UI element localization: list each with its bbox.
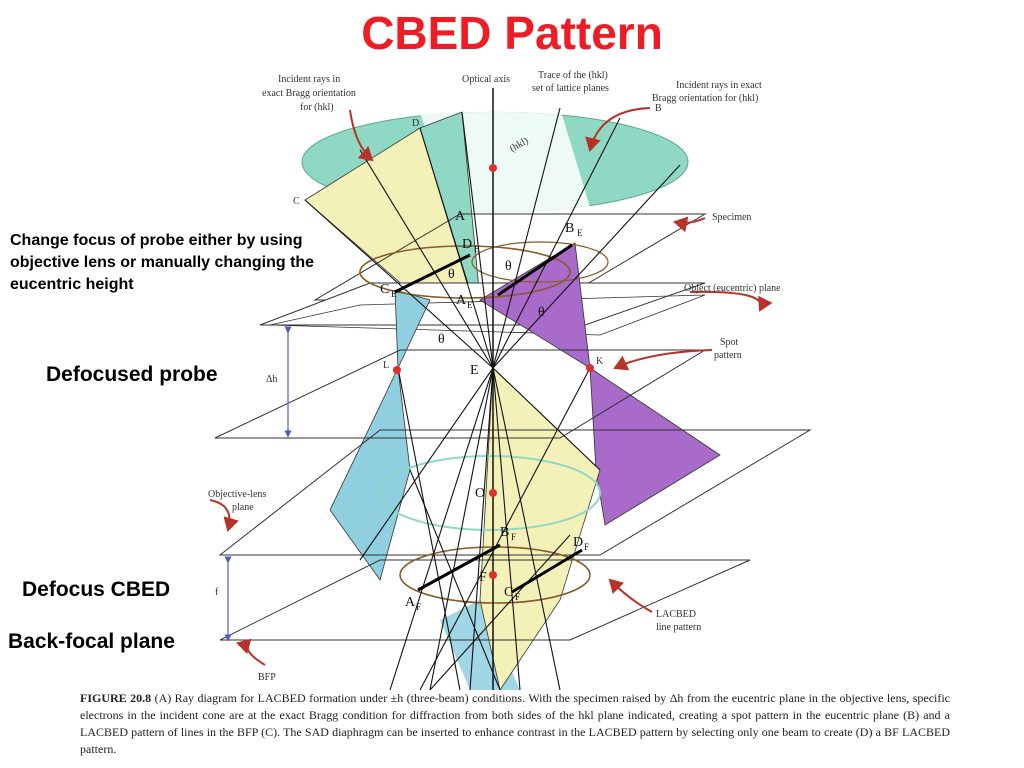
label-specimen: Specimen (712, 212, 751, 223)
point-d-e: D (462, 237, 472, 252)
objective-lens-ring (379, 455, 601, 531)
theta-2: θ (505, 259, 512, 274)
point-k: K (596, 356, 604, 367)
point-d-e-sub: E (474, 244, 480, 254)
annotation-arrows (209, 107, 773, 666)
point-c-e: C (380, 282, 389, 297)
label-bfp: BFP (258, 672, 276, 683)
purple-ray-fan-lower (589, 367, 721, 526)
point-a-f-sub: F (416, 602, 421, 612)
point-e: E (470, 363, 479, 378)
label-delta-h: Δh (266, 374, 277, 385)
page-title: CBED Pattern (361, 7, 663, 59)
objective-lens-plane (218, 429, 812, 556)
blue-ray-fan-lower (329, 366, 411, 581)
purple-ray-fan-upper (479, 242, 591, 369)
point-a-f: A (405, 595, 416, 610)
label-incident-right-1: Incident rays in exact (676, 80, 762, 91)
point-b-e-sub: E (577, 228, 583, 238)
label-lacbed-1: LACBED (656, 609, 696, 620)
red-markers (393, 164, 594, 579)
back-focal-plane-label: Back-focal plane (8, 630, 175, 653)
specimen-ring (359, 245, 571, 299)
point-o: O (475, 486, 485, 501)
focus-note: Change focus of probe either by using ob… (10, 232, 315, 293)
figure-caption: FIGURE 20.8 (A) Ray diagram for LACBED f… (80, 690, 950, 758)
back-focal-plane (219, 559, 751, 641)
point-b-f: B (500, 525, 509, 540)
ray-lines (304, 107, 681, 690)
point-d-top: D (412, 118, 419, 129)
label-trace-1: Trace of the (hkl) (538, 70, 608, 81)
defocused-probe-label: Defocused probe (46, 363, 218, 386)
label-objective-lens-2: plane (232, 502, 254, 513)
point-b-top: B (655, 103, 662, 114)
label-object-plane: Object (eucentric) plane (684, 283, 781, 294)
point-c-f: C (504, 585, 513, 600)
point-a-e: A (456, 293, 467, 308)
label-f: f (215, 587, 219, 598)
point-b-f-sub: F (511, 532, 516, 542)
mid-plane (214, 349, 707, 439)
point-a-e-sub: E (467, 300, 473, 310)
label-incident-right-2: Bragg orientation for (hkl) (652, 93, 758, 104)
point-c-top: C (293, 196, 300, 207)
figure-number: FIGURE 20.8 (80, 691, 152, 705)
bragg-line-lower-right (511, 548, 583, 594)
label-spot-1: Spot (720, 337, 739, 348)
theta-3: θ (538, 305, 545, 320)
point-b-e: B (565, 221, 574, 236)
point-c-e-sub: E (391, 289, 397, 299)
point-d-f: D (573, 535, 583, 550)
point-a: A (455, 209, 466, 224)
figure-caption-text: (A) Ray diagram for LACBED formation und… (80, 691, 951, 756)
point-d-f-sub: F (584, 542, 589, 552)
theta-4: θ (438, 332, 445, 347)
label-incident-left-2: exact Bragg orientation (262, 88, 356, 99)
label-objective-lens-1: Objective-lens (208, 489, 266, 500)
theta-1: θ (448, 267, 455, 282)
label-trace-2: set of lattice planes (532, 83, 609, 94)
blue-ray-fan-left (394, 289, 431, 369)
defocus-cbed-label: Defocus CBED (22, 578, 171, 601)
bragg-line-upper-right (497, 243, 573, 297)
point-l: L (383, 360, 389, 371)
point-c-f-sub: F (515, 592, 520, 602)
point-f: F (479, 570, 487, 585)
label-spot-2: pattern (714, 350, 742, 361)
label-lacbed-2: line pattern (656, 622, 701, 633)
lacbed-ray-diagram: Incident rays in exact Bragg orientation… (208, 70, 812, 690)
label-optical-axis: Optical axis (462, 74, 510, 85)
label-incident-left-3: for (hkl) (300, 102, 334, 113)
label-incident-left-1: Incident rays in (278, 74, 340, 85)
lower-plane (269, 294, 706, 336)
bragg-line-upper-left (394, 253, 471, 294)
specimen-ring-right (471, 241, 609, 283)
bragg-line-lower-left (417, 543, 501, 592)
